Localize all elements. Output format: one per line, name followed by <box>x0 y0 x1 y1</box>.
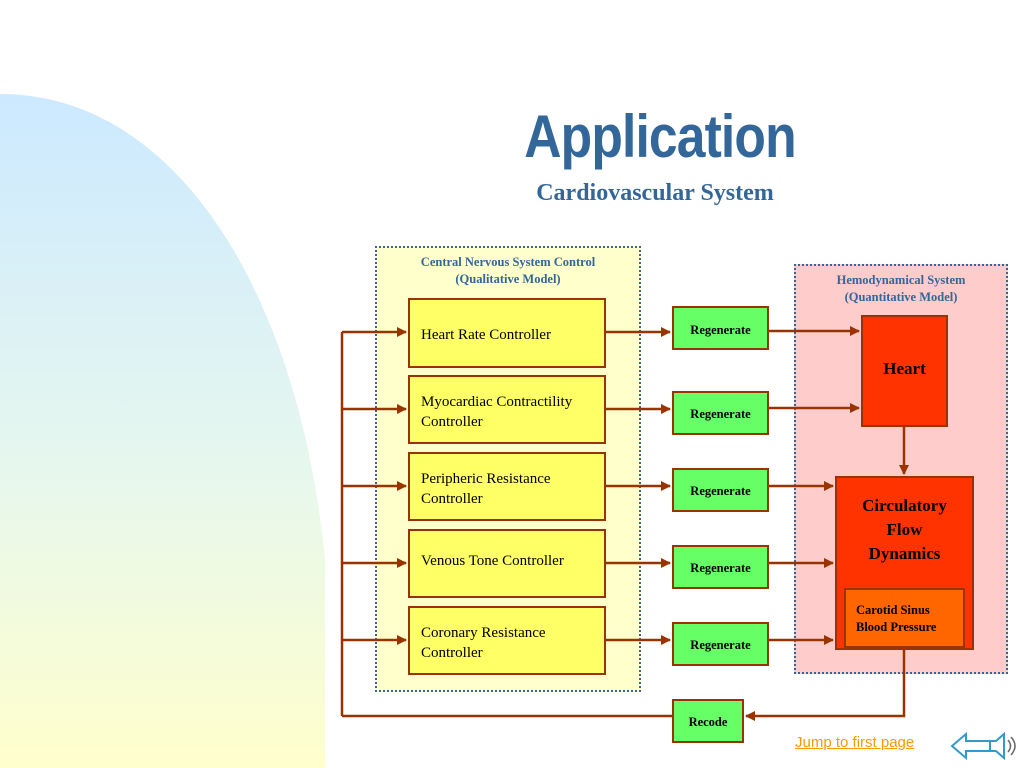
heart-box: Heart <box>861 315 948 427</box>
slide-subtitle: Cardiovascular System <box>536 180 774 206</box>
regenerate-box-1: Regenerate <box>672 306 769 350</box>
slide-title: Application <box>524 103 796 170</box>
heart-rate-controller-box: Heart Rate Controller <box>408 298 606 368</box>
regenerate-box-2: Regenerate <box>672 391 769 435</box>
hemo-group-title: Hemodynamical System (Quantitative Model… <box>836 273 966 304</box>
regenerate-box-5: Regenerate <box>672 622 769 666</box>
venous-tone-controller-box: Venous Tone Controller <box>408 529 606 598</box>
cns-group-title: Central Nervous System Control (Qualitat… <box>420 255 596 286</box>
recode-box: Recode <box>672 699 744 743</box>
jump-to-first-page-link[interactable]: Jump to first page <box>795 734 915 751</box>
circulatory-flow-dynamics-label: Circulatory Flow Dynamics <box>862 496 947 563</box>
regenerate-box-4: Regenerate <box>672 545 769 589</box>
sound-icon[interactable] <box>986 731 1022 761</box>
regenerate-box-3: Regenerate <box>672 468 769 512</box>
carotid-sinus-box: Carotid Sinus Blood Pressure <box>844 588 965 648</box>
